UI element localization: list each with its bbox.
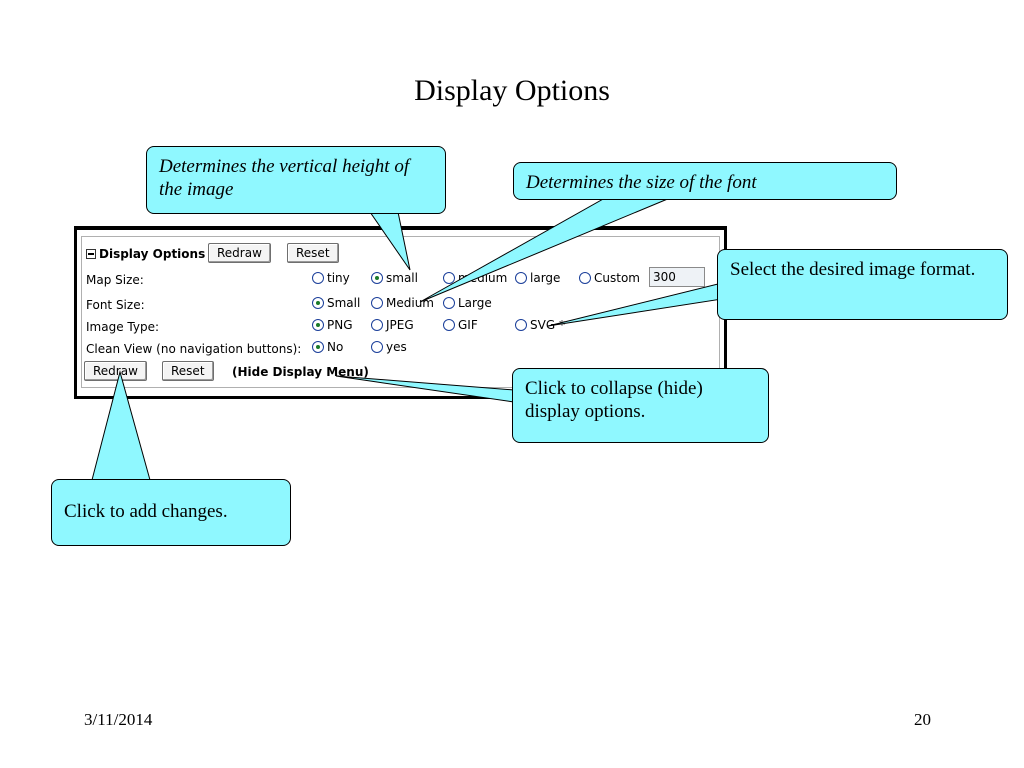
radio-icon[interactable] <box>371 318 383 331</box>
callout-font-size: Determines the size of the font <box>513 162 897 200</box>
font-size-small[interactable]: Small <box>312 296 360 310</box>
slide-page-number: 20 <box>914 710 931 729</box>
pointer-collapse <box>335 375 515 403</box>
radio-icon[interactable] <box>515 318 527 331</box>
radio-selected-icon[interactable] <box>312 340 324 353</box>
header-row: Display Options Redraw Reset <box>82 243 712 265</box>
callout-add-changes: Click to add changes. <box>51 479 291 546</box>
display-options-frame: Display Options Redraw Reset Map Size: t… <box>81 236 720 388</box>
font-size-medium[interactable]: Medium <box>371 296 434 310</box>
map-size-large[interactable]: large <box>515 271 560 285</box>
clean-view-no[interactable]: No <box>312 340 343 354</box>
radio-selected-icon[interactable] <box>312 318 324 331</box>
image-type-jpeg[interactable]: JPEG <box>371 318 414 332</box>
image-type-gif[interactable]: GIF <box>443 318 478 332</box>
reset-button[interactable]: Reset <box>162 361 214 381</box>
map-size-row: Map Size: tiny small medium large Custom <box>82 267 712 291</box>
display-options-header[interactable]: Display Options <box>86 247 205 261</box>
map-size-label: Map Size: <box>86 273 144 287</box>
map-size-small[interactable]: small <box>371 271 418 285</box>
bottom-button-row: Redraw Reset (Hide Display Menu) <box>82 361 712 383</box>
font-size-large[interactable]: Large <box>443 296 492 310</box>
slide-date: 3/11/2014 <box>84 710 153 729</box>
font-size-label: Font Size: <box>86 298 145 312</box>
radio-selected-icon[interactable] <box>312 296 324 309</box>
pointer-image-format <box>547 282 723 327</box>
custom-size-input[interactable] <box>649 267 705 287</box>
radio-icon[interactable] <box>443 296 455 309</box>
header-label: Display Options <box>99 247 206 261</box>
radio-icon[interactable] <box>312 271 324 284</box>
radio-icon[interactable] <box>443 271 455 284</box>
callout-vertical-height: Determines the vertical height of the im… <box>146 146 446 214</box>
image-type-png[interactable]: PNG <box>312 318 353 332</box>
radio-icon[interactable] <box>579 271 591 284</box>
pointer-font-size <box>419 197 671 303</box>
collapse-toggle-icon[interactable] <box>86 248 96 259</box>
font-size-row: Font Size: Small Medium Large <box>82 296 712 316</box>
clean-view-row: Clean View (no navigation buttons): No y… <box>82 340 712 360</box>
image-type-label: Image Type: <box>86 320 160 334</box>
map-size-tiny[interactable]: tiny <box>312 271 350 285</box>
radio-selected-icon[interactable] <box>371 271 383 284</box>
clean-view-label: Clean View (no navigation buttons): <box>86 342 302 356</box>
radio-icon[interactable] <box>371 340 383 353</box>
clean-view-yes[interactable]: yes <box>371 340 407 354</box>
radio-icon[interactable] <box>515 271 527 284</box>
pointer-add-changes <box>91 370 151 481</box>
slide-title: Display Options <box>414 74 610 107</box>
reset-button-top[interactable]: Reset <box>287 243 339 263</box>
redraw-button-top[interactable]: Redraw <box>208 243 271 263</box>
callout-collapse: Click to collapse (hide) display options… <box>512 368 769 443</box>
pointer-vertical-height <box>369 211 411 271</box>
callout-image-format: Select the desired image format. <box>717 249 1008 320</box>
radio-icon[interactable] <box>443 318 455 331</box>
radio-icon[interactable] <box>371 296 383 309</box>
map-size-custom[interactable]: Custom <box>579 271 640 285</box>
redraw-button[interactable]: Redraw <box>84 361 147 381</box>
hide-display-menu-link[interactable]: (Hide Display Menu) <box>232 365 369 379</box>
image-type-row: Image Type: PNG JPEG GIF SVG * <box>82 318 712 338</box>
image-type-svg[interactable]: SVG * <box>515 318 565 332</box>
